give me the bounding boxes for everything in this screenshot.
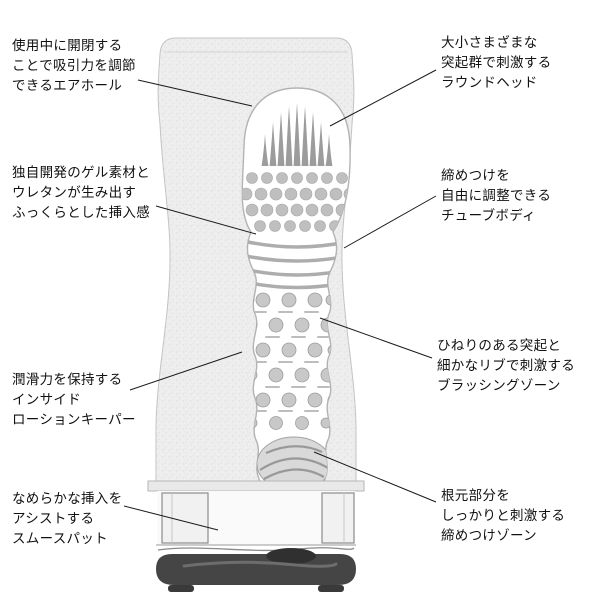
callout-line: 大小さまざまな bbox=[441, 35, 538, 51]
callout-line: できるエアホール bbox=[12, 78, 123, 94]
callout-line: 締めつけゾーン bbox=[441, 528, 537, 544]
round-head-spikes bbox=[261, 103, 333, 166]
callout-round-head: 大小さまざまな 突起群で刺激する ラウンドヘッド bbox=[441, 33, 551, 93]
round-head-bumps bbox=[242, 172, 351, 232]
callout-line: アシストする bbox=[12, 511, 95, 527]
callout-line: 独自開発のゲル素材と bbox=[12, 165, 150, 181]
callout-line: 細かなリブで刺激する bbox=[437, 358, 575, 374]
callout-line: ラウンドヘッド bbox=[441, 75, 538, 91]
callout-smooth-pad: なめらかな挿入を アシストする スムースパット bbox=[12, 489, 122, 549]
callout-line: 締めつけを bbox=[441, 168, 510, 184]
callout-gel-material: 独自開発のゲル素材と ウレタンが生み出す ふっくらとした挿入感 bbox=[12, 163, 150, 223]
bottom-seal bbox=[156, 548, 356, 592]
callout-line: しっかりと刺激する bbox=[441, 508, 566, 524]
leader-line-brushing-zone bbox=[319, 317, 433, 359]
callout-brushing-zone: ひねりのある突起と 細かなリブで刺激する ブラッシングゾーン bbox=[437, 336, 575, 396]
callout-line: なめらかな挿入を bbox=[12, 491, 123, 507]
leader-line-smooth-pad bbox=[123, 505, 219, 531]
callout-line: ウレタンが生み出す bbox=[12, 185, 137, 201]
callout-line: ローションキーパー bbox=[12, 412, 136, 428]
callout-tube-body: 締めつけを 自由に調整できる チューブボディ bbox=[441, 166, 551, 226]
leader-line-round-head bbox=[329, 69, 437, 127]
tightening-swirl bbox=[256, 436, 332, 492]
leader-line-lotion-keeper bbox=[129, 351, 243, 391]
callout-lotion-keeper: 潤滑力を保持する インサイド ローションキーパー bbox=[12, 370, 136, 430]
callout-line: チューブボディ bbox=[441, 208, 536, 224]
base-cap bbox=[147, 480, 365, 552]
leader-line-air-hole bbox=[137, 79, 253, 107]
callout-line: インサイド bbox=[12, 392, 81, 408]
callout-line: 突起群で刺激する bbox=[441, 55, 552, 71]
callout-line: スムースパット bbox=[12, 531, 108, 547]
callout-line: ブラッシングゾーン bbox=[437, 378, 561, 394]
leader-line-tube-body bbox=[343, 195, 437, 249]
base-bracket-right bbox=[321, 492, 355, 544]
leader-line-tightening-zone bbox=[313, 451, 437, 503]
callout-line: ふっくらとした挿入感 bbox=[12, 205, 150, 221]
callout-air-hole: 使用中に開閉する ことで吸引力を調節 できるエアホール bbox=[12, 36, 136, 96]
callout-line: 自由に調整できる bbox=[441, 188, 552, 204]
callout-line: 使用中に開閉する bbox=[12, 38, 123, 54]
callout-tightening-zone: 根元部分を しっかりと刺激する 締めつけゾーン bbox=[441, 486, 565, 546]
base-bracket-left bbox=[161, 492, 209, 544]
callout-line: 潤滑力を保持する bbox=[12, 372, 123, 388]
callout-line: ことで吸引力を調節 bbox=[12, 58, 136, 74]
callout-line: 根元部分を bbox=[441, 488, 510, 504]
cup-body bbox=[155, 37, 357, 482]
leader-line-gel-material bbox=[155, 205, 257, 235]
callout-line: ひねりのある突起と bbox=[437, 338, 562, 354]
